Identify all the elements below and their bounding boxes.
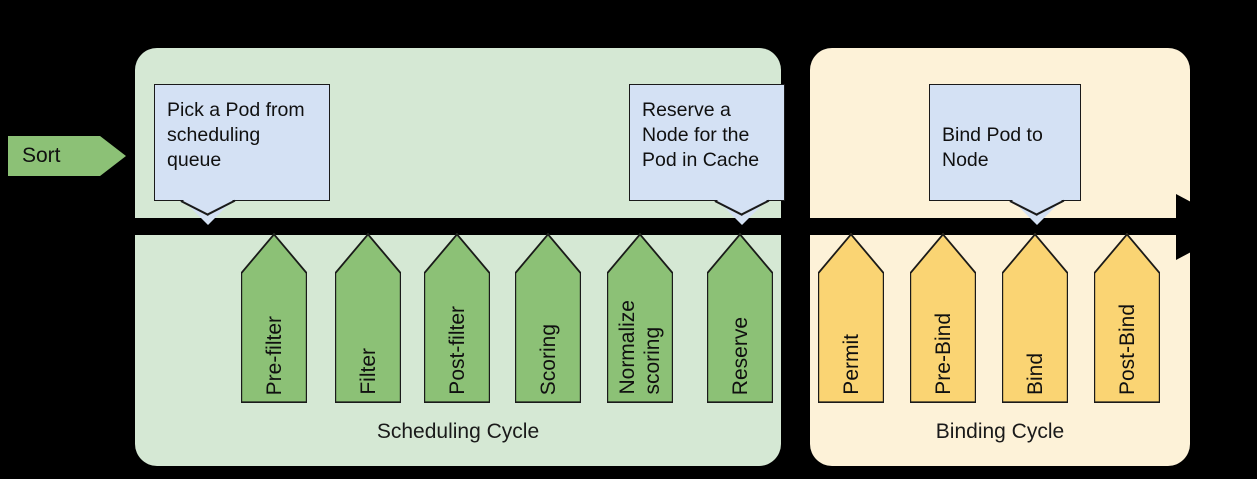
plugin-pre-bind-label: Pre-Bind bbox=[931, 313, 955, 395]
plugin-filter[interactable]: Filter bbox=[335, 233, 401, 403]
callout-pick-pod-text: Pick a Pod from scheduling queue bbox=[167, 99, 305, 171]
plugin-reserve-label: Reserve bbox=[728, 316, 752, 395]
scheduling-cycle-label: Scheduling Cycle bbox=[376, 420, 540, 443]
plugin-scoring-label: Scoring bbox=[536, 323, 560, 395]
plugin-filter-label: Filter bbox=[356, 348, 380, 395]
plugin-bind-label: Bind bbox=[1023, 352, 1047, 395]
main-flow-arrowhead bbox=[1176, 193, 1238, 260]
sort-arrow[interactable]: Sort bbox=[8, 136, 126, 176]
plugin-post-filter[interactable]: Post-filter bbox=[424, 233, 490, 403]
callout-bind-pod-text: Bind Pod to Node bbox=[942, 124, 1043, 171]
callout-pick-pod: Pick a Pod from scheduling queue bbox=[154, 84, 330, 225]
callout-bind-pod: Bind Pod to Node bbox=[929, 84, 1081, 225]
plugin-pre-filter-label: Pre-filter bbox=[262, 315, 286, 395]
binding-cycle-label: Binding Cycle bbox=[935, 420, 1065, 443]
plugin-permit[interactable]: Permit bbox=[818, 233, 884, 403]
plugin-bind[interactable]: Bind bbox=[1002, 233, 1068, 403]
sort-arrow-label: Sort bbox=[22, 144, 61, 167]
callout-reserve-node-text: Reserve a Node for the Pod in Cache bbox=[642, 99, 760, 171]
plugin-pre-filter[interactable]: Pre-filter bbox=[241, 233, 307, 403]
main-flow-line bbox=[135, 218, 1177, 235]
callout-bind-pod-tail bbox=[1009, 198, 1065, 225]
callout-reserve-node: Reserve a Node for the Pod in Cache bbox=[629, 84, 785, 225]
plugin-normalize-scoring-label: Normalize scoring bbox=[616, 300, 664, 395]
callout-pick-pod-tail bbox=[180, 198, 236, 225]
plugin-pre-bind[interactable]: Pre-Bind bbox=[910, 233, 976, 403]
plugin-reserve[interactable]: Reserve bbox=[707, 233, 773, 403]
plugin-scoring[interactable]: Scoring bbox=[515, 233, 581, 403]
callout-reserve-node-tail bbox=[714, 198, 770, 225]
plugin-post-bind[interactable]: Post-Bind bbox=[1094, 233, 1160, 403]
plugin-post-filter-label: Post-filter bbox=[445, 306, 469, 395]
plugin-post-bind-label: Post-Bind bbox=[1115, 303, 1139, 395]
plugin-permit-label: Permit bbox=[839, 334, 863, 395]
plugin-normalize-scoring[interactable]: Normalize scoring bbox=[607, 233, 673, 403]
